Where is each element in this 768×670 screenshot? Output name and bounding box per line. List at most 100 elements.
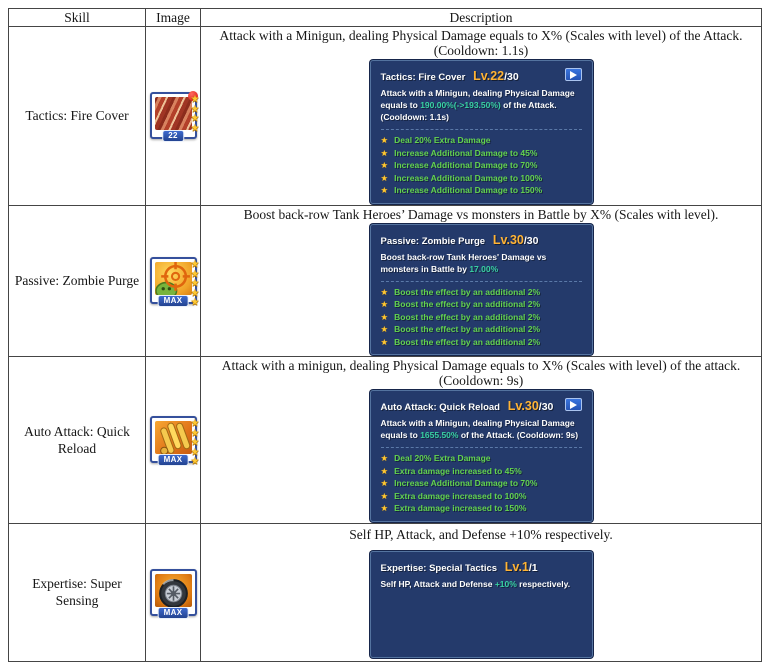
upgrade-item: ★Increase Additional Damage to 150% [380,185,543,196]
desc-text: Attack with a Minigun, dealing Physical … [380,418,575,440]
star-icon: ★ [190,103,200,115]
skill-name-cell: Tactics: Fire Cover [8,26,146,206]
tooltip-level: Lv.1 [504,559,529,574]
star-rating: ★★★★★ [191,419,200,467]
upgrade-item: ★Deal 20% Extra Damage [380,135,491,146]
crosshair-zombie-icon [154,262,192,296]
upgrade-item: ★Extra damage increased to 45% [380,465,522,477]
description-text: Boost back-row Tank Heroes’ Damage vs mo… [243,206,719,222]
column-header-description: Description [200,8,762,27]
minigun-barrels-icon [154,97,192,131]
tooltip-skill-name: Tactics: Fire Cover [380,72,466,83]
tooltip-title: Auto Attack: Quick Reload Lv.30/30 [381,398,554,413]
level-badge: MAX [157,606,189,619]
table-row: Passive: Zombie Purge [8,204,762,357]
star-icon: ★ [190,446,200,458]
desc-value: 190.00%(->193.50%) [420,100,501,110]
skill-icon-quick-reload: ★★★★★ MAX [149,416,200,467]
skill-image-cell: ★★★★★ MAX [145,204,201,357]
upgrade-item: ★Boost the effect by an additional 2% [380,286,541,298]
table-row: Tactics: Fire Cover ★★★★ 22 Attack with … [8,26,762,206]
play-icon [570,400,577,409]
desc-text: Attack with a Minigun, dealing Physical … [380,88,575,110]
upgrade-item: ★Boost the effect by an additional 2% [380,311,541,323]
tooltip-skill-name: Expertise: Special Tactics [380,562,498,574]
upgrade-list: ★Deal 20% Extra Damage ★Increase Additio… [381,135,582,197]
skill-image-cell: MAX [145,522,201,662]
tooltip-title: Tactics: Fire Cover Lv.22/30 [381,68,519,83]
play-preview-button[interactable] [564,68,582,81]
star-icon: ★ [190,287,200,299]
description-text: Self HP, Attack, and Defense +10% respec… [349,526,613,542]
column-header-image: Image [145,8,201,27]
star-icon: ★ [190,297,200,309]
tooltip-skill-name: Auto Attack: Quick Reload [380,402,500,413]
star-rating: ★★★★ [191,95,200,133]
star-icon: ★ [380,479,389,489]
play-preview-button[interactable] [564,398,582,411]
star-icon: ★ [190,259,200,271]
level-badge: MAX [157,295,189,308]
tooltip-level: Lv.22 [473,69,505,83]
star-icon: ★ [380,148,389,159]
upgrade-item: ★Increase Additional Damage to 70% [380,478,538,489]
desc-value: 17.00% [469,263,499,274]
desc-value: 1655.50% [420,430,459,440]
tooltip-description: Boost back-row Tank Heroes' Damage vs mo… [381,251,582,275]
upgrade-item: ★Extra damage increased to 150% [380,503,527,514]
play-icon [570,70,577,79]
star-icon: ★ [190,113,200,125]
upgrade-list: ★Boost the effect by an additional 2% ★B… [381,287,582,349]
upgrade-item: ★Increase Additional Damage to 45% [380,147,538,159]
skill-name-cell: Expertise: Super Sensing [8,522,146,662]
skill-description-cell: Self HP, Attack, and Defense +10% respec… [200,522,762,662]
star-icon: ★ [380,454,389,464]
tooltip-title: Passive: Zombie Purge Lv.30/30 [381,232,539,247]
skill-table: Skill Image Description Tactics: Fire Co… [8,8,762,662]
header-row: Skill Image Description [8,8,762,27]
star-icon: ★ [190,418,200,430]
upgrade-item: ★Extra damage increased to 100% [380,490,527,502]
star-icon: ★ [190,278,200,290]
star-icon: ★ [380,466,389,477]
skill-image-cell: ★★★★★ MAX [145,356,201,524]
upgrade-list: ★Deal 20% Extra Damage ★Extra damage inc… [381,453,582,515]
star-icon: ★ [190,456,200,468]
description-text: Attack with a Minigun, dealing Physical … [219,28,743,58]
skill-description-cell: Attack with a minigun, dealing Physical … [200,356,762,524]
star-icon: ★ [380,136,389,146]
tooltip-description: Attack with a Minigun, dealing Physical … [381,87,582,123]
tire-wheel-icon [154,573,192,607]
tooltip-level: Lv.30 [507,399,539,413]
level-badge: MAX [157,454,189,467]
skill-description-cell: Boost back-row Tank Heroes’ Damage vs mo… [200,204,762,357]
upgrade-item: ★Boost the effect by an additional 2% [380,336,541,348]
ingame-skill-tooltip: Passive: Zombie Purge Lv.30/30 Boost bac… [369,223,593,355]
skill-name-cell: Auto Attack: Quick Reload [8,356,146,524]
star-icon: ★ [380,337,389,348]
description-text: Attack with a minigun, dealing Physical … [221,358,741,388]
ingame-skill-tooltip: Auto Attack: Quick Reload Lv.30/30 Attac… [369,390,593,522]
star-icon: ★ [380,312,389,323]
star-icon: ★ [380,186,389,196]
star-icon: ★ [380,287,389,298]
tooltip-level-max: /30 [538,401,554,413]
tooltip-level-max: /30 [504,71,519,83]
ammo-bullets-icon [154,421,192,455]
skill-icon-zombie-purge: ★★★★★ MAX [149,257,200,308]
level-badge: 22 [162,130,184,143]
desc-text: of the Attack. (Cooldown: 9s) [458,430,579,440]
notification-red-dot [187,91,198,102]
dashed-divider [380,280,582,282]
upgrade-item: ★Boost the effect by an additional 2% [380,299,541,310]
upgrade-item: ★Increase Additional Damage to 100% [380,172,543,184]
skill-description-cell: Attack with a Minigun, dealing Physical … [200,26,762,206]
upgrade-item: ★Deal 20% Extra Damage [380,453,491,464]
tooltip-level-max: /1 [528,561,538,574]
ingame-skill-tooltip: Tactics: Fire Cover Lv.22/30 Attack with… [369,60,593,204]
skill-image-cell: ★★★★ 22 [145,26,201,206]
desc-text: of the Attack. (Cooldown: 1.1s) [380,100,557,122]
star-icon: ★ [380,491,389,502]
table-row: Auto Attack: Quick Reload [8,356,762,524]
